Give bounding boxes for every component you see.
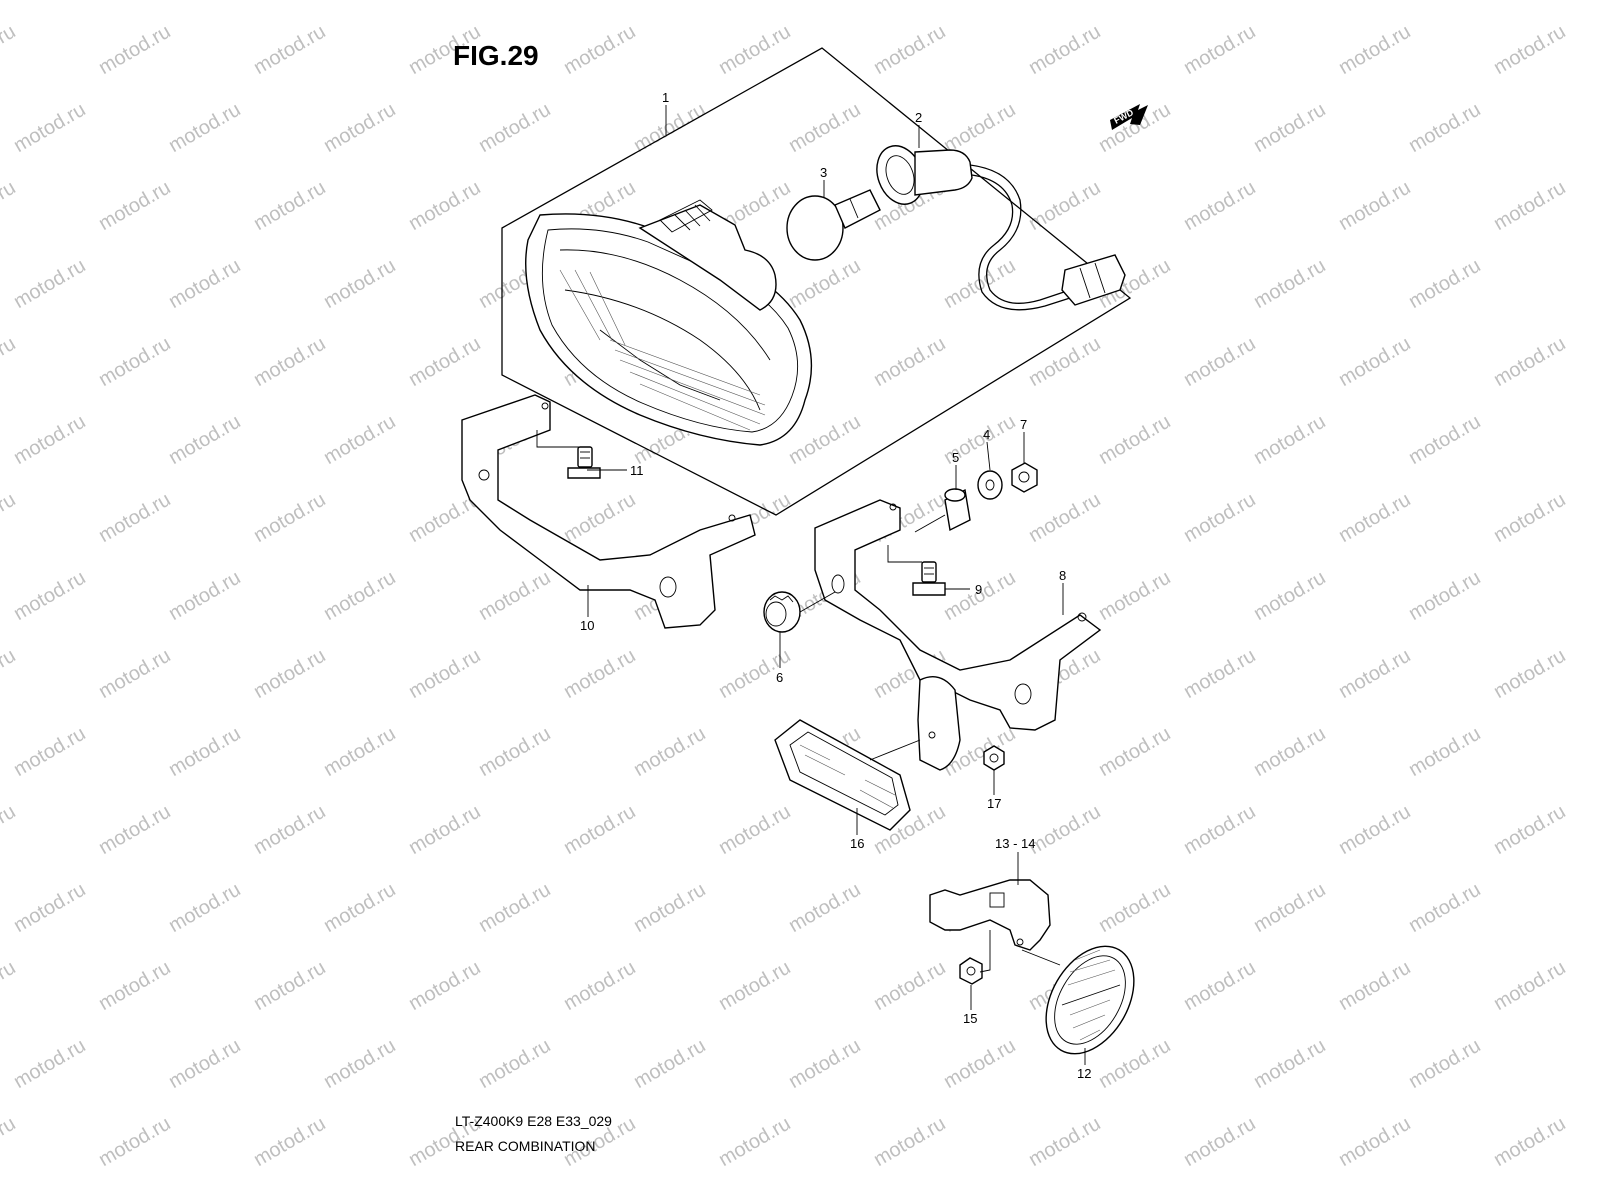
grommet-6 — [763, 591, 801, 633]
callout-labels: 1 2 3 4 5 7 8 9 11 10 6 17 16 13 - 14 15… — [580, 90, 1091, 1081]
collar-5 — [944, 488, 971, 532]
callout-7: 7 — [1020, 417, 1027, 432]
bulb-socket-harness — [876, 145, 1126, 311]
callout-2: 2 — [915, 110, 922, 125]
figure-title: FIG.29 — [453, 40, 539, 71]
callout-8: 8 — [1059, 568, 1066, 583]
callout-15: 15 — [963, 1011, 977, 1026]
callout-6: 6 — [776, 670, 783, 685]
nut-15 — [959, 957, 983, 985]
reflector-round-12 — [1045, 945, 1135, 1055]
callout-1: 1 — [662, 90, 669, 105]
footer-description: REAR COMBINATION — [455, 1138, 596, 1154]
tail-lamp-housing — [525, 199, 813, 446]
bracket-small-13-14 — [929, 879, 1051, 951]
assembly-box — [501, 47, 1132, 516]
callout-12: 12 — [1077, 1066, 1091, 1081]
callout-4: 4 — [983, 427, 990, 442]
bracket-left — [461, 394, 756, 629]
reflector-rect-16 — [774, 719, 911, 831]
callout-11: 11 — [630, 463, 644, 478]
leader-lines — [536, 105, 1086, 1065]
callout-17: 17 — [987, 796, 1001, 811]
footer-model-code: LT-Z400K9 E28 E33_029 — [455, 1113, 612, 1129]
bolt-11 — [567, 446, 601, 479]
callout-9: 9 — [975, 582, 982, 597]
callout-16: 16 — [850, 836, 864, 851]
washer-4 — [977, 470, 1003, 500]
callout-3: 3 — [820, 165, 827, 180]
bulb — [786, 189, 881, 261]
callout-10: 10 — [580, 618, 594, 633]
nut-7 — [1011, 462, 1038, 493]
fwd-arrow-icon: FWD — [1110, 104, 1148, 130]
bolt-9 — [912, 561, 946, 596]
callout-5: 5 — [952, 450, 959, 465]
nut-17 — [983, 745, 1005, 771]
bracket-right — [814, 499, 1102, 771]
callout-13-14: 13 - 14 — [995, 836, 1035, 851]
